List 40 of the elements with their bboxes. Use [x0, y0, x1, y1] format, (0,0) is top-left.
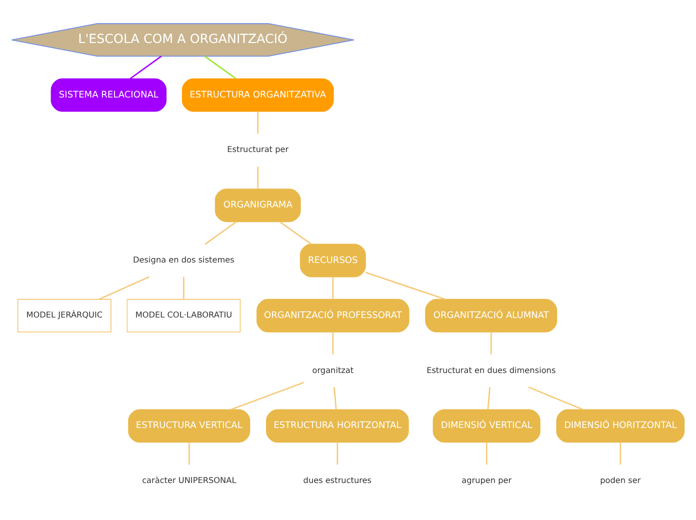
connector	[204, 220, 237, 244]
connector	[188, 442, 190, 464]
connector	[257, 110, 259, 134]
connector	[130, 55, 162, 79]
node-box: RECURSOS	[300, 243, 366, 277]
node-box: ESTRUCTURA HORITZONTAL	[266, 408, 409, 442]
connector	[230, 381, 304, 410]
node-text: organitzat	[312, 364, 354, 374]
connector	[490, 332, 492, 354]
node-text: agrupen per	[462, 474, 512, 485]
connector	[620, 442, 622, 464]
connector	[257, 166, 259, 188]
node-box: ORGANITZACIÓ ALUMNAT	[425, 298, 558, 332]
node-box: ESTRUCTURA VERTICAL	[128, 408, 250, 442]
connector	[279, 220, 312, 244]
connector	[332, 332, 334, 354]
connector	[528, 386, 584, 410]
node-box: DIMENSIÓ VERTICAL	[432, 408, 540, 442]
connector	[334, 386, 337, 410]
node-text: Estructurat per	[227, 144, 289, 154]
connector	[365, 271, 446, 300]
node-box: DIMENSIÓ HORITZONTAL	[556, 408, 685, 442]
node-text: poden ser	[600, 474, 641, 485]
connector	[487, 386, 490, 410]
node-box: MODEL COL·LABORATIU	[126, 298, 241, 332]
connector	[183, 276, 184, 299]
node-box: ESTRUCTURA ORGANITZATIVA	[182, 78, 334, 112]
node-box: ORGANIGRAMA	[214, 188, 301, 222]
connector	[336, 442, 338, 464]
node-box: MODEL JERÀRQUIC	[17, 298, 112, 332]
connector	[486, 442, 488, 464]
node-text: Designa en dos sistemes	[133, 254, 234, 264]
node-box: SISTEMA RELACIONAL	[50, 78, 167, 112]
node-box: ORGANITZACIÓ PROFESSORAT	[256, 298, 410, 332]
node-text: dues estructures	[303, 474, 372, 485]
node-text: caràcter UNIPERSONAL	[142, 474, 236, 485]
connector	[332, 276, 334, 299]
connector	[98, 276, 150, 300]
connector	[204, 55, 237, 79]
node-text: Estructurat en dues dimensions	[426, 364, 556, 374]
